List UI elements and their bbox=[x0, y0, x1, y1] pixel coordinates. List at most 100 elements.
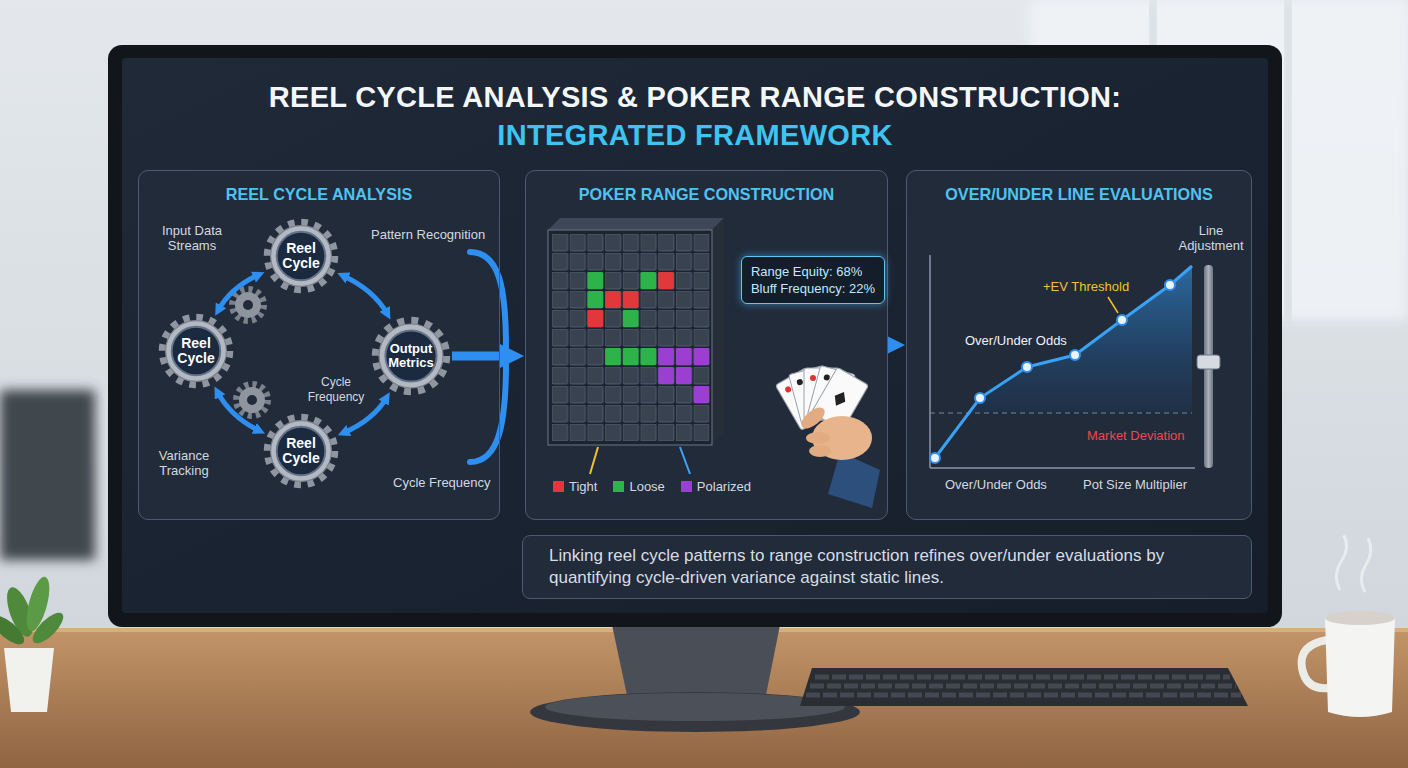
annotation-label: Over/Under Odds bbox=[962, 332, 1070, 349]
grid-cell-tight bbox=[587, 310, 603, 327]
label-anchor: Input Data Streams bbox=[150, 222, 234, 254]
grid-cell-tight bbox=[605, 291, 621, 308]
panel-ground bbox=[138, 170, 1252, 520]
keyboard bbox=[815, 675, 1230, 680]
flow-arrow bbox=[470, 252, 506, 348]
connector-arrow bbox=[217, 392, 259, 431]
gear-hub bbox=[277, 427, 326, 476]
stat-line: Range Equity: 68% bbox=[751, 263, 875, 280]
office-background bbox=[1285, 0, 1291, 320]
legend-swatch bbox=[613, 481, 624, 492]
gear-body bbox=[166, 321, 227, 382]
coffee-mug bbox=[1302, 640, 1328, 688]
grid-cell-tight bbox=[587, 272, 674, 327]
label-anchor: Variance Tracking bbox=[148, 447, 220, 479]
odds-chart bbox=[975, 393, 985, 403]
grid-cell-loose bbox=[623, 310, 639, 327]
annotation-label: Pot Size Multiplier bbox=[1080, 476, 1190, 493]
potted-plant bbox=[28, 608, 68, 648]
annotation-label: Line Adjustment bbox=[1172, 222, 1250, 254]
hand bbox=[809, 445, 831, 457]
connector-arrow bbox=[343, 276, 388, 315]
caption-text: Linking reel cycle patterns to range con… bbox=[549, 545, 1225, 589]
legend: TightLoosePolarized bbox=[553, 479, 767, 494]
small-gear bbox=[243, 300, 253, 310]
grid-cell-loose bbox=[623, 348, 639, 365]
caption-box: Linking reel cycle patterns to range con… bbox=[522, 535, 1252, 599]
odds-chart bbox=[935, 266, 1192, 458]
small-gear bbox=[247, 395, 257, 405]
monitor bbox=[108, 45, 1282, 627]
playing-cards bbox=[831, 389, 849, 409]
gear-teeth bbox=[268, 223, 335, 290]
small-gear bbox=[237, 385, 267, 415]
legend-text: Tight bbox=[569, 479, 597, 494]
annotation-label: Market Deviation bbox=[1084, 427, 1188, 444]
grid-cell-polarized bbox=[658, 348, 709, 403]
gear-teeth bbox=[376, 321, 446, 391]
hand bbox=[798, 404, 880, 508]
gear-hub bbox=[172, 327, 221, 376]
annotation-label: +EV Threshold bbox=[1040, 278, 1132, 295]
grid-cell-polarized bbox=[694, 386, 710, 403]
annotation-label: Pattern Recognition bbox=[368, 226, 488, 243]
grid-cell-tight bbox=[623, 291, 639, 308]
monitor-stand bbox=[612, 625, 780, 700]
monitor-stand bbox=[545, 693, 845, 721]
panel-ground bbox=[525, 170, 888, 520]
small-gear bbox=[233, 290, 267, 415]
label-anchor: Pattern Recognition bbox=[368, 226, 488, 243]
office-background bbox=[0, 390, 95, 560]
potted-plant bbox=[0, 611, 28, 649]
label-anchor: Line Adjustment bbox=[1172, 222, 1250, 254]
hand-range-grid bbox=[548, 230, 712, 445]
panel-heading: OVER/UNDER LINE EVALUATIONS bbox=[907, 183, 1251, 205]
odds-chart bbox=[930, 255, 1220, 468]
hand-range-grid bbox=[548, 218, 724, 474]
grid-cell-loose bbox=[587, 272, 603, 289]
monitor bbox=[122, 58, 1268, 613]
odds-chart bbox=[1022, 362, 1032, 372]
coffee-mug bbox=[1325, 611, 1395, 625]
odds-chart bbox=[1197, 355, 1220, 369]
odds-chart bbox=[930, 453, 940, 463]
small-gear bbox=[239, 387, 265, 413]
monitor bbox=[108, 45, 1282, 627]
panel-heading: REEL CYCLE ANALYSIS bbox=[139, 183, 499, 205]
label-anchor: Cycle Frequency bbox=[390, 474, 494, 491]
coffee-mug bbox=[1361, 538, 1370, 592]
panel-ground bbox=[138, 170, 500, 520]
diagram-title: REEL CYCLE ANALYSIS & POKER RANGE CONSTR… bbox=[175, 78, 1215, 154]
panel-heading: POKER RANGE CONSTRUCTION bbox=[526, 183, 887, 205]
playing-cards bbox=[784, 385, 792, 393]
label-anchor: Market Deviation bbox=[1084, 427, 1188, 444]
playing-cards bbox=[810, 375, 816, 381]
small-gear bbox=[235, 292, 261, 318]
connector-arrow bbox=[889, 342, 897, 349]
gear-body bbox=[379, 324, 443, 388]
label-anchor: Over/Under Odds bbox=[962, 332, 1070, 349]
grid-cell-loose bbox=[641, 272, 657, 289]
hand-range-grid bbox=[590, 447, 598, 474]
odds-chart bbox=[1165, 280, 1175, 290]
legend-swatch bbox=[681, 481, 692, 492]
connector-arrow bbox=[452, 352, 512, 361]
label-anchor: Pot Size Multiplier bbox=[1080, 476, 1190, 493]
keyboard bbox=[806, 693, 1241, 698]
coffee-mug bbox=[1302, 535, 1395, 717]
odds-chart bbox=[1117, 315, 1127, 325]
grid-cell-polarized bbox=[658, 348, 674, 365]
coffee-mug bbox=[1336, 535, 1346, 590]
keyboard bbox=[810, 684, 1236, 689]
annotation-label: Variance Tracking bbox=[148, 447, 220, 479]
panel-box: POKER RANGE CONSTRUCTION Range Equity: 68… bbox=[525, 170, 888, 520]
gear-hub bbox=[277, 232, 326, 281]
coffee-mug bbox=[1325, 618, 1395, 717]
hand bbox=[828, 452, 880, 508]
annotation-label: Cycle Frequency bbox=[390, 474, 494, 491]
annotation-label: Over/Under Odds bbox=[942, 476, 1050, 493]
hand-range-grid bbox=[548, 218, 724, 230]
grid-cell-loose bbox=[587, 291, 603, 308]
